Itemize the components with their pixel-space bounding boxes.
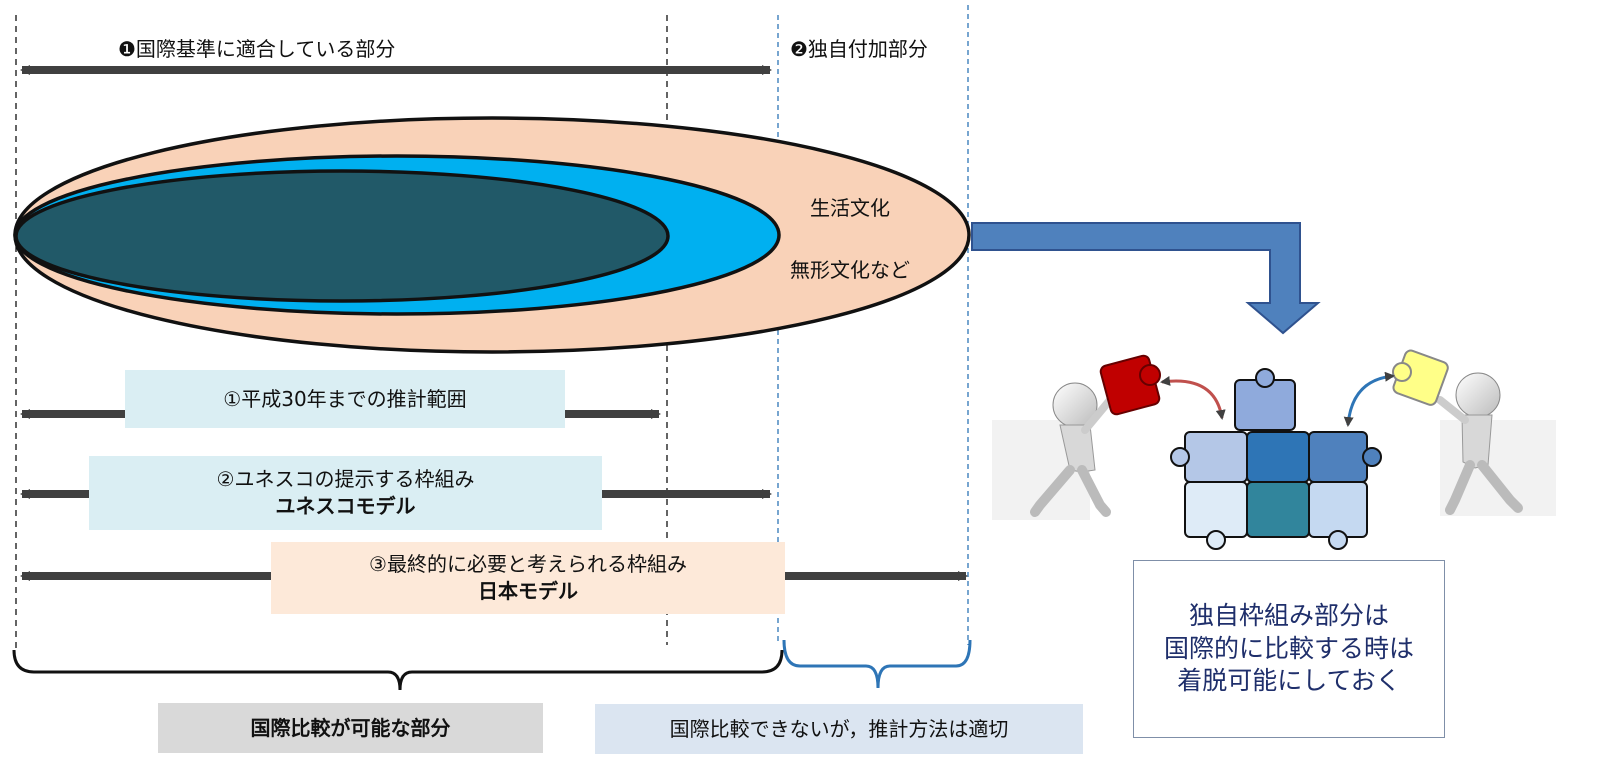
range-label-2-model: ユネスコモデル xyxy=(275,494,416,518)
brace-left xyxy=(12,649,784,691)
top-label-unique: ❷独自付加部分 xyxy=(790,37,928,61)
person-left-figure xyxy=(992,382,1114,520)
range-label-2: ②ユネスコの提示する枠組み ユネスコモデル xyxy=(89,456,602,530)
detachable-note-box: 独自枠組み部分は 国際的に比較する時は 着脱可能にしておく xyxy=(1133,560,1445,738)
ellipse-label-line1: 生活文化 xyxy=(810,196,890,220)
note-line-3: 着脱可能にしておく xyxy=(1177,666,1401,696)
range-label-3: ③最終的に必要と考えられる枠組み 日本モデル xyxy=(271,542,785,614)
not-comparable-part-label: 国際比較できないが，推計方法は適切 xyxy=(595,704,1083,754)
brace-right xyxy=(782,639,972,689)
bent-arrow xyxy=(971,222,1321,335)
range-label-1-text: ①平成30年までの推計範囲 xyxy=(223,386,467,411)
range-label-3-model: 日本モデル xyxy=(478,579,578,603)
not-comparable-part-text: 国際比較できないが，推計方法は適切 xyxy=(669,716,1009,741)
range-label-2-text: ②ユネスコの提示する枠組み xyxy=(216,467,475,491)
comparable-part-text: 国際比較が可能な部分 xyxy=(250,715,451,740)
note-line-1: 独自枠組み部分は xyxy=(1188,601,1389,631)
ellipse-label-line2: 無形文化など xyxy=(790,258,910,282)
top-label-international: ❶国際基準に適合している部分 xyxy=(118,37,396,61)
inner-ellipse xyxy=(14,169,670,303)
comparable-part-label: 国際比較が可能な部分 xyxy=(158,703,543,753)
person-right-figure xyxy=(1436,372,1556,516)
puzzle-illustration xyxy=(992,349,1556,550)
range-label-1: ①平成30年までの推計範囲 xyxy=(125,370,565,428)
note-line-2: 国際的に比較する時は xyxy=(1163,633,1414,663)
range-label-3-text: ③最終的に必要と考えられる枠組み xyxy=(369,552,687,576)
